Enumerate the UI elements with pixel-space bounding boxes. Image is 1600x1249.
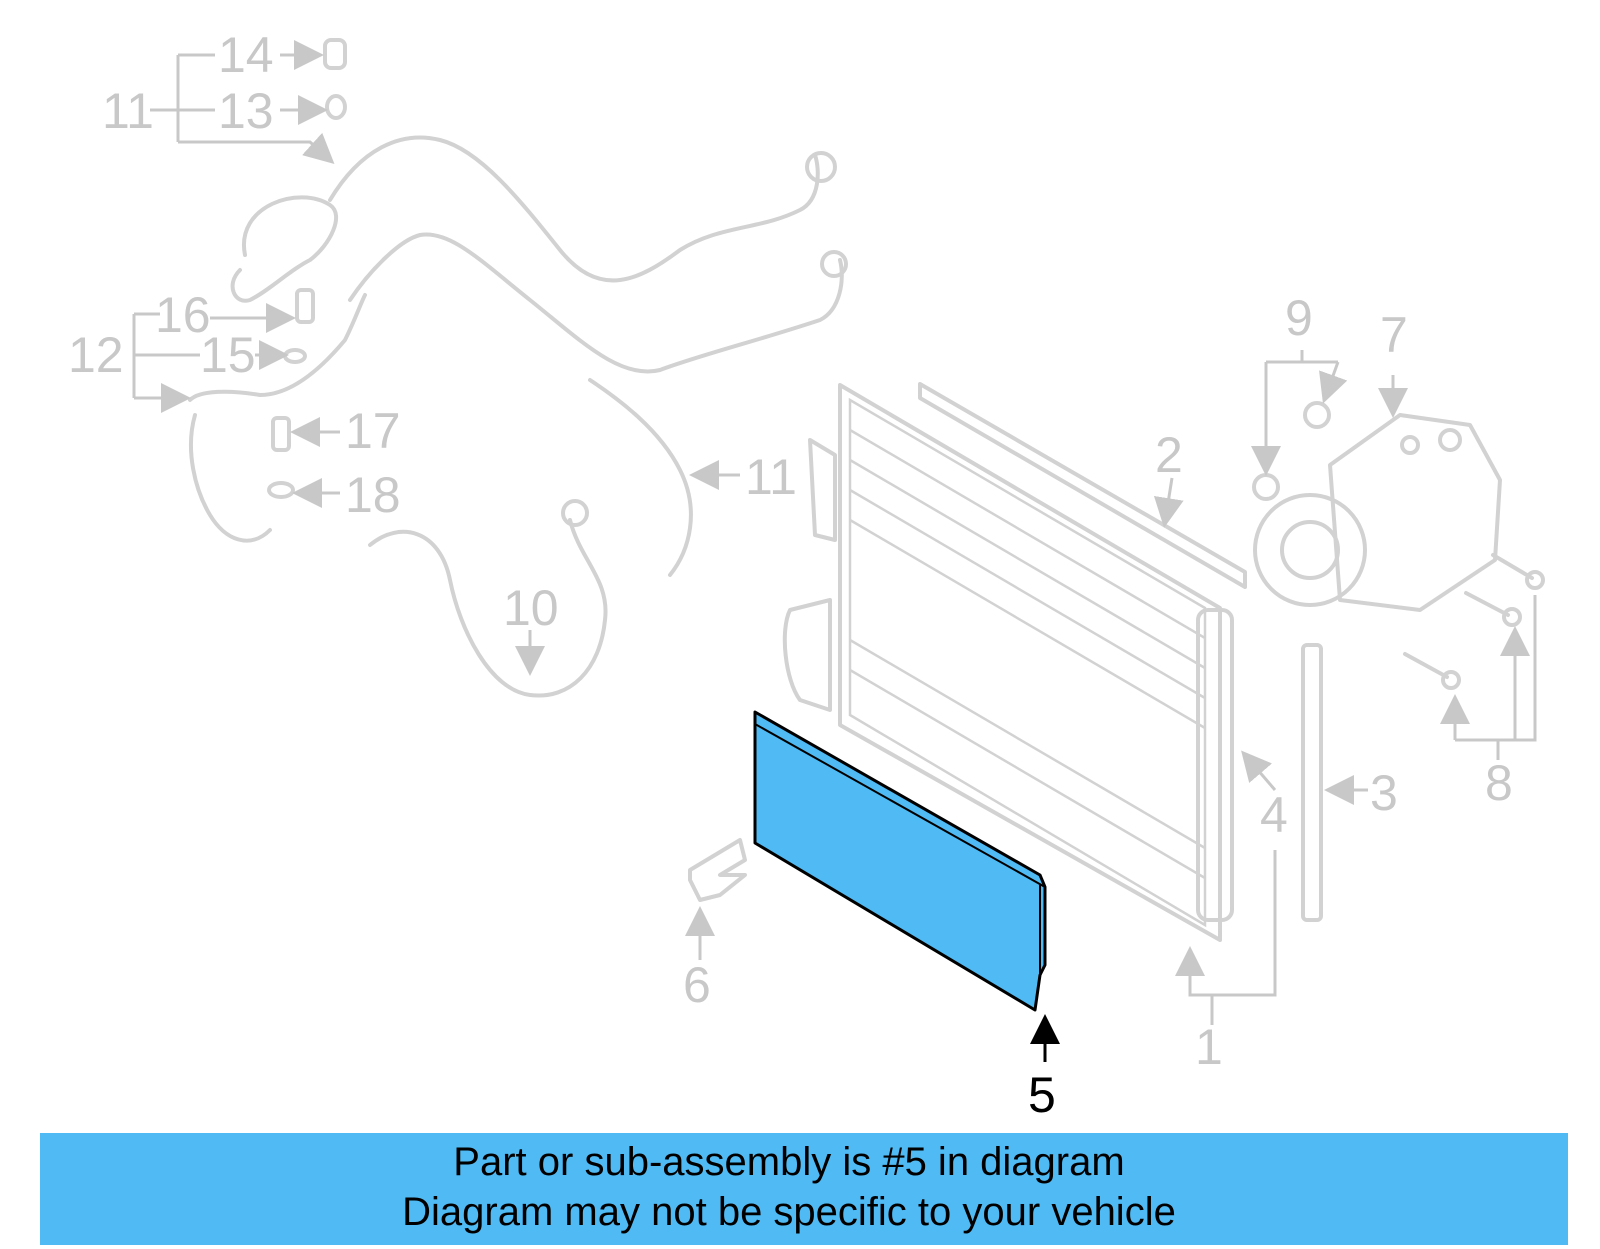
condenser — [782, 383, 1234, 942]
callout-11b: 11 — [745, 449, 797, 505]
callout-18: 18 — [345, 467, 401, 523]
side-seal — [1301, 643, 1323, 922]
highlighted-part-5 — [753, 710, 1047, 1012]
callout-10: 10 — [503, 580, 559, 636]
callout-4: 4 — [1260, 787, 1288, 843]
callout-7: 7 — [1380, 307, 1408, 363]
callout-1: 1 — [1195, 1019, 1223, 1075]
compressor — [1253, 413, 1502, 612]
callout-14: 14 — [218, 27, 274, 83]
callout-9: 9 — [1285, 290, 1313, 346]
callout-12: 12 — [68, 327, 124, 383]
callout-6: 6 — [683, 957, 711, 1013]
callout-16: 16 — [155, 287, 211, 343]
info-banner: Part or sub-assembly is #5 in diagram Di… — [40, 1133, 1568, 1245]
ac-hoses — [188, 135, 848, 698]
bracket — [688, 838, 747, 902]
callout-15: 15 — [200, 327, 256, 383]
callout-8: 8 — [1485, 755, 1513, 811]
callout-2: 2 — [1155, 427, 1183, 483]
seal-strip — [918, 382, 1247, 589]
leader-lines — [132, 40, 1537, 1062]
callout-5-highlighted: 5 — [1028, 1067, 1056, 1123]
callout-17: 17 — [345, 403, 401, 459]
banner-line-1: Part or sub-assembly is #5 in diagram — [453, 1140, 1125, 1184]
callout-11: 11 — [102, 83, 154, 139]
banner-line-2: Diagram may not be specific to your vehi… — [402, 1190, 1176, 1234]
callout-13: 13 — [218, 83, 274, 139]
bolts — [1403, 553, 1545, 690]
callout-3: 3 — [1370, 765, 1398, 821]
